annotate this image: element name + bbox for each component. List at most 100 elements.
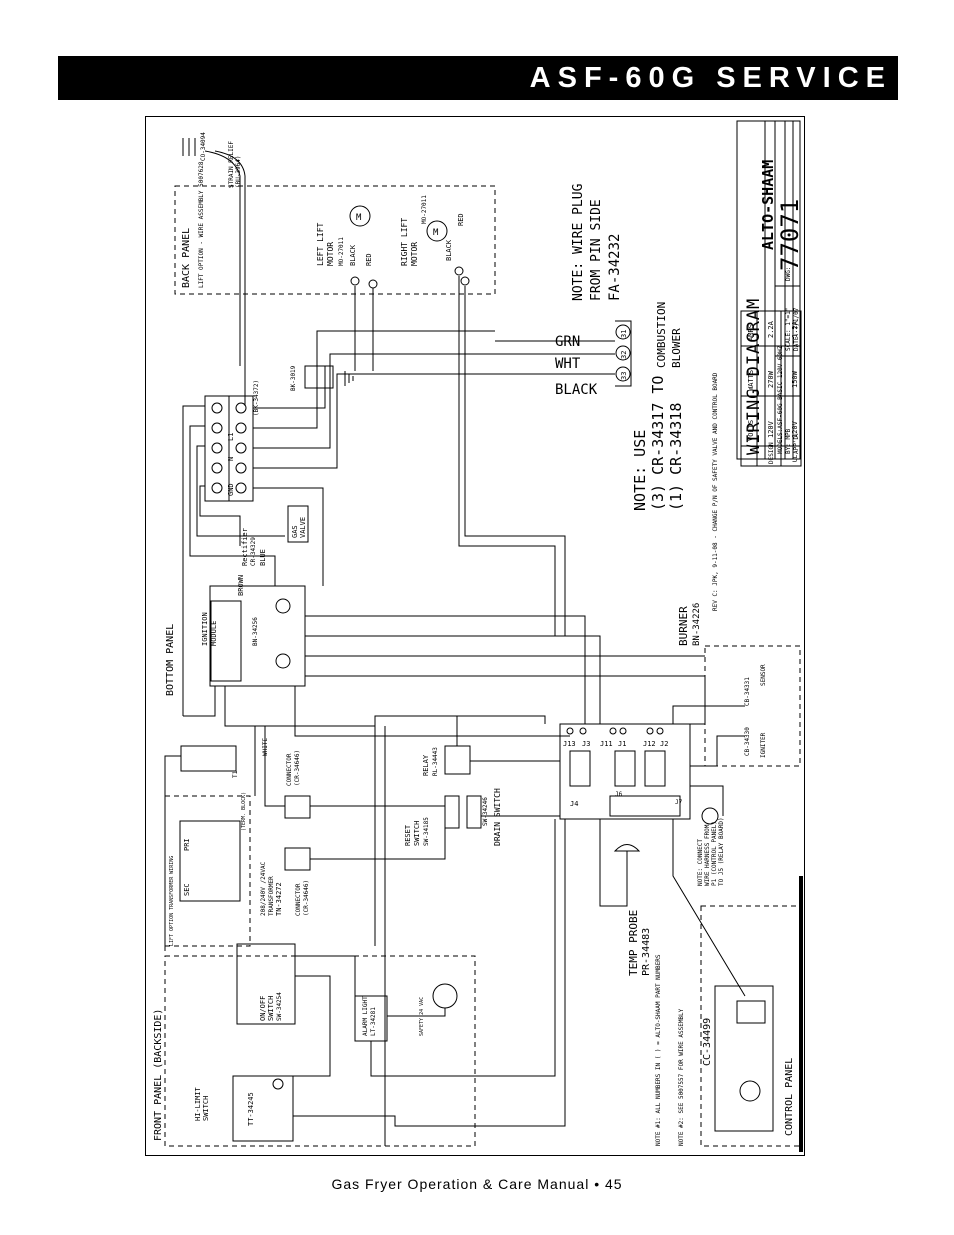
title-block-outline	[736, 120, 801, 460]
j1-label: J1	[618, 740, 626, 748]
onoff-pn: SW-34254	[276, 992, 283, 1021]
ignition-label-1: IGNITION	[201, 612, 209, 646]
terminal-block: GND N L1 (BK-34372) BK-3019	[204, 365, 354, 502]
left-motor-m: M	[356, 213, 362, 223]
scale-text: SCALE: 1"=1"	[785, 308, 792, 351]
ratings-table: AMPS WATTS VOLTS DESIGN 120V 270W 2.2A U…	[740, 310, 802, 467]
cord-label: CO-34094	[200, 132, 207, 161]
j2-label: J2	[660, 740, 668, 748]
by-text: BY: MPB	[785, 428, 792, 454]
switch-group: RELAY RL-34443 RESET SWITCH SW-34185 DRA…	[404, 745, 502, 846]
terminal-n: N	[227, 457, 235, 461]
t1-label: T1	[232, 770, 239, 778]
right-motor-red: RED	[457, 213, 465, 226]
bottom-panel: BOTTOM PANEL IGNITION MODULE BN-34256 BU…	[165, 585, 801, 767]
reset-pn: SW-34185	[423, 817, 430, 846]
cb34331-label: CB-34331	[744, 677, 751, 706]
rectifier-gas-valve: Rectifier CR-34329 GAS VALVE BLUE BROWN	[237, 505, 309, 596]
j12-label: J12	[643, 740, 656, 748]
notes: NOTE: WIRE PLUG FROM PIN SIDE FA-34232 N…	[571, 183, 725, 1146]
table-row-ul-volts: 120V	[791, 420, 799, 438]
title-block: WIRING DIAGRAM 77071 ALTO-SHAAM MODELS:A…	[736, 120, 804, 460]
pri-label: PRI	[183, 838, 191, 851]
strain-relief-label: STRAIN RELIEF	[228, 141, 235, 188]
temp-probe: TEMP PROBE PR-34483	[613, 844, 652, 976]
dwg-text: DWG:	[785, 267, 792, 281]
header-banner: ASF-60G SERVICE	[58, 56, 898, 100]
table-row-ul-watts: 150W	[791, 370, 799, 388]
lift-transformer	[179, 820, 241, 902]
lift-option-label: LIFT OPTION - WIRE ASSEMBLY 5007628	[198, 161, 205, 288]
relay	[444, 745, 471, 775]
diagram-title: WIRING DIAGRAM	[744, 298, 764, 455]
wire-grn-label: GRN	[555, 334, 580, 350]
left-lift-motor	[349, 205, 371, 227]
back-panel-outline	[174, 185, 496, 295]
note-use-2: (3) CR-34317 TO	[649, 376, 667, 511]
reset-label-1: RESET	[404, 824, 412, 846]
term-block-label: (TERM. BLOCK)	[241, 792, 247, 831]
relay-board-outline	[559, 723, 691, 820]
right-lift-motor	[426, 220, 448, 242]
back-panel-label: BACK PANEL	[181, 228, 192, 288]
table-row-design-label: DESIGN	[768, 442, 775, 464]
blower-wires: GRN WHT BLACK 31 32 33	[495, 320, 632, 398]
j7-label: J7	[675, 799, 683, 806]
date-text: DATE: 7/1/07	[793, 307, 800, 351]
table-outline	[740, 310, 802, 467]
right-motor-label-2: MOTOR	[410, 242, 419, 266]
note-use-3: (1) CR-34318	[667, 403, 685, 511]
gas-valve-label-2: VALVE	[299, 517, 307, 538]
note-2: NOTE #2: SEE 5007557 FOR WIRE ASSEMBLY	[678, 1008, 685, 1146]
alarm-pn: LT-34281	[370, 1007, 377, 1036]
sensor-label: SENSOR	[760, 664, 767, 686]
panel-edge-bar	[799, 876, 803, 1152]
relay-label: RELAY	[422, 754, 430, 776]
note-blower: BLOWER	[670, 328, 683, 368]
drawing-number: 77071	[776, 199, 804, 271]
table-header-amps: AMPS	[747, 324, 755, 341]
table-header-volts: VOLTS	[747, 420, 755, 441]
left-motor-label-1: LEFT LIFT	[316, 222, 325, 266]
table-row-ul-label: UL	[792, 454, 799, 462]
note-use-1: NOTE: USE	[631, 430, 649, 511]
table-row-ul-amps: 1.2A	[791, 320, 799, 338]
temp-probe-pn: PR-34483	[641, 928, 652, 976]
pin-32-label: 32	[620, 351, 628, 359]
brown-wire-label: BROWN	[237, 575, 245, 596]
pin-31	[615, 324, 631, 340]
sec-label: SEC	[183, 883, 191, 896]
note-connect-1: NOTE: CONNECT	[697, 839, 704, 886]
ignition-label-2: MODULE	[210, 621, 218, 646]
j4-label: J4	[570, 800, 578, 808]
j3-label: J3	[582, 740, 590, 748]
pin-33-label: 33	[620, 372, 628, 380]
burner-pn: BN-34226	[692, 603, 702, 646]
wire-wht-label: WHT	[555, 356, 581, 372]
control-panel-label: CONTROL PANEL	[784, 1058, 795, 1136]
right-motor-m: M	[433, 228, 439, 238]
table-row-design-amps: 2.2A	[767, 320, 775, 338]
control-panel: CC-34499 CONTROL PANEL	[700, 876, 803, 1152]
reset-switch-b	[466, 795, 482, 829]
j13-label: J13	[563, 740, 576, 748]
hi-limit-switch	[232, 1075, 294, 1142]
gas-valve	[287, 505, 309, 543]
onoff-label-2: SWITCH	[267, 996, 275, 1021]
back-panel: BACK PANEL LIFT OPTION - WIRE ASSEMBLY 5…	[174, 132, 496, 366]
alarm-label: ALARM LIGHT	[362, 996, 369, 1036]
onoff-switch	[236, 943, 296, 1025]
wiring-diagram: WIRING DIAGRAM 77071 ALTO-SHAAM MODELS:A…	[153, 120, 804, 1152]
transformer-pn: TN-34272	[275, 882, 283, 916]
note-wire-plug-2: FROM PIN SIDE	[589, 199, 604, 301]
j6-label: J6	[615, 791, 623, 798]
left-motor-label-2: MOTOR	[326, 242, 335, 266]
appd-text: APP'D:	[793, 432, 800, 454]
note-connect-3: P1 (CONTROL PANEL)	[711, 821, 718, 886]
ground-lug	[304, 365, 334, 389]
reset-label-2: SWITCH	[413, 821, 421, 846]
transformer-small	[180, 745, 237, 772]
front-panel-outline	[164, 955, 476, 1147]
gas-valve-label-1: GAS	[291, 525, 299, 538]
transformer-label-1: 208/240V /24VAC	[260, 861, 267, 916]
